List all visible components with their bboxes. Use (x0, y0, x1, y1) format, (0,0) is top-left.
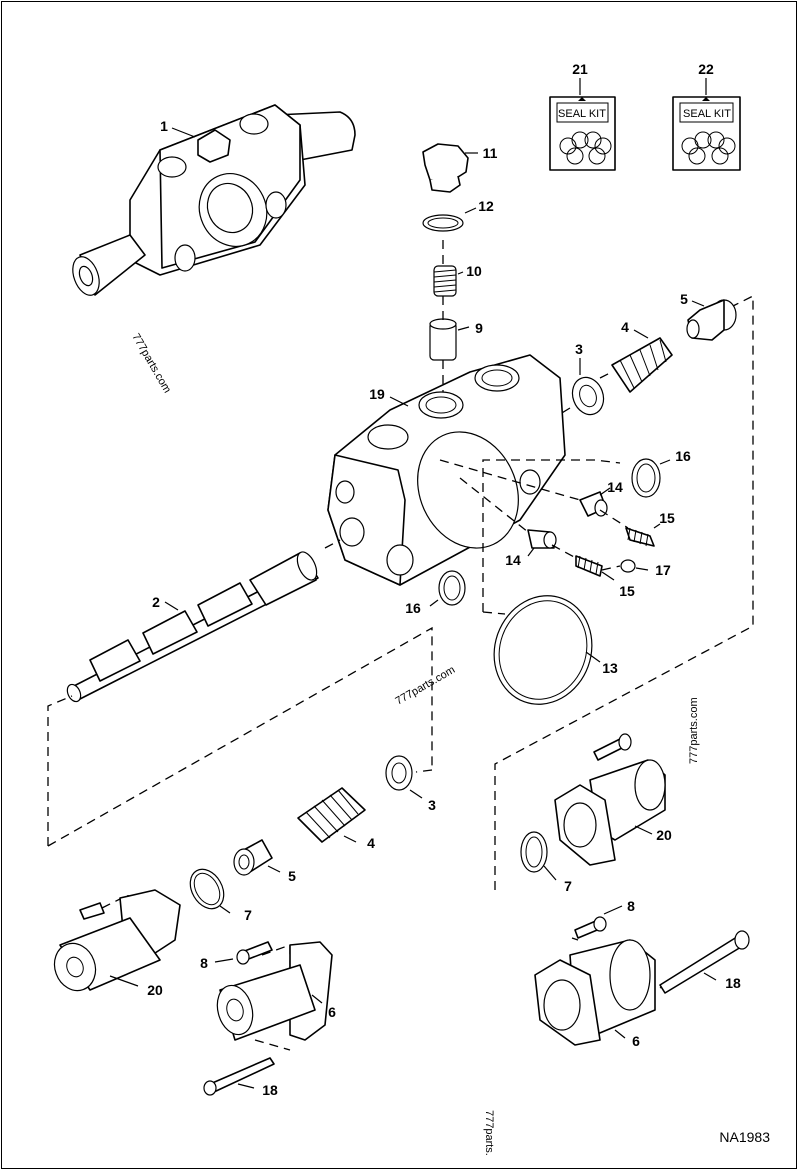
callout-7: 7 (244, 907, 252, 923)
callout-16: 16 (675, 448, 691, 464)
seal-kit-label: SEAL KIT (558, 108, 606, 120)
callout-20: 20 (656, 827, 672, 843)
callout-21: 21 (572, 61, 588, 77)
callout-3: 3 (575, 341, 583, 357)
watermark: 777parts.com (688, 697, 700, 764)
callout-15: 15 (619, 583, 635, 599)
part-12-o-ring (422, 207, 477, 232)
callout-8: 8 (200, 955, 208, 971)
callout-5: 5 (288, 868, 296, 884)
part-19-valve-body (327, 354, 566, 586)
part-17-plug (620, 559, 649, 573)
callout-15: 15 (659, 510, 675, 526)
part-18-bolt-right (659, 930, 750, 994)
part-14-check-lower (527, 529, 557, 557)
callout-6: 6 (632, 1033, 640, 1049)
callout-16: 16 (405, 600, 421, 616)
callout-20: 20 (147, 982, 163, 998)
part-4-spring-upper (611, 329, 673, 393)
callout-14: 14 (607, 479, 623, 495)
callout-5: 5 (680, 291, 688, 307)
callout-11: 11 (483, 145, 498, 161)
drawing-code: NA1983 (719, 1129, 770, 1145)
callout-10: 10 (466, 263, 482, 279)
seal-kit-21: SEAL KIT (549, 78, 616, 171)
callout-6: 6 (328, 1004, 336, 1020)
callout-3: 3 (428, 797, 436, 813)
seal-kit-label: SEAL KIT (683, 108, 731, 120)
part-16-o-ring-upper (631, 458, 671, 498)
callout-22: 22 (698, 61, 714, 77)
part-2-spool (66, 551, 319, 703)
callout-17: 17 (655, 562, 671, 578)
watermark: 777parts. (483, 1110, 495, 1156)
part-13-large-o-ring (493, 595, 601, 705)
part-14-check-upper (579, 487, 611, 517)
part-1-valve-section (72, 104, 356, 296)
callout-labels: 1 11 12 10 9 5 4 3 19 16 14 15 14 17 15 … (147, 61, 741, 1098)
callout-19: 19 (369, 386, 385, 402)
part-8-bolt-right (574, 905, 623, 939)
watermark: 777parts.com (129, 332, 173, 396)
callout-9: 9 (475, 320, 483, 336)
callout-18: 18 (262, 1082, 278, 1098)
callout-1: 1 (160, 118, 168, 134)
part-11-plug (422, 143, 478, 193)
part-9-poppet (429, 318, 470, 361)
seal-kit-22: SEAL KIT (672, 78, 741, 171)
part-10-spring (433, 265, 464, 297)
part-4-spring-lower (297, 787, 366, 843)
part-5-spring-seat-lower (233, 839, 281, 876)
part-5-spring-seat-upper (686, 299, 737, 341)
part-15-spring-lower (575, 555, 615, 581)
part-6-end-cap-right (534, 939, 656, 1046)
part-3-washer-upper (571, 358, 605, 416)
part-6-end-cap-left (216, 941, 333, 1041)
part-3-washer-lower (385, 755, 423, 799)
callout-4: 4 (621, 319, 629, 335)
part-15-spring-upper (625, 523, 661, 547)
callout-2: 2 (152, 594, 160, 610)
part-7-o-ring-right (520, 831, 557, 881)
part-20-end-cap-left (53, 889, 181, 992)
callout-4: 4 (367, 835, 375, 851)
callout-18: 18 (725, 975, 741, 991)
part-8-bolt-left (214, 941, 273, 965)
watermark: 777parts.com (394, 664, 458, 708)
callout-8: 8 (627, 898, 635, 914)
callout-13: 13 (602, 660, 618, 676)
callout-7: 7 (564, 878, 572, 894)
callout-14: 14 (505, 552, 521, 568)
part-7-o-ring-left (189, 868, 231, 914)
part-18-bolt-left (203, 1057, 275, 1096)
callout-12: 12 (478, 198, 494, 214)
part-20-end-cap-right (554, 733, 666, 866)
part-16-o-ring-lower (429, 570, 466, 607)
